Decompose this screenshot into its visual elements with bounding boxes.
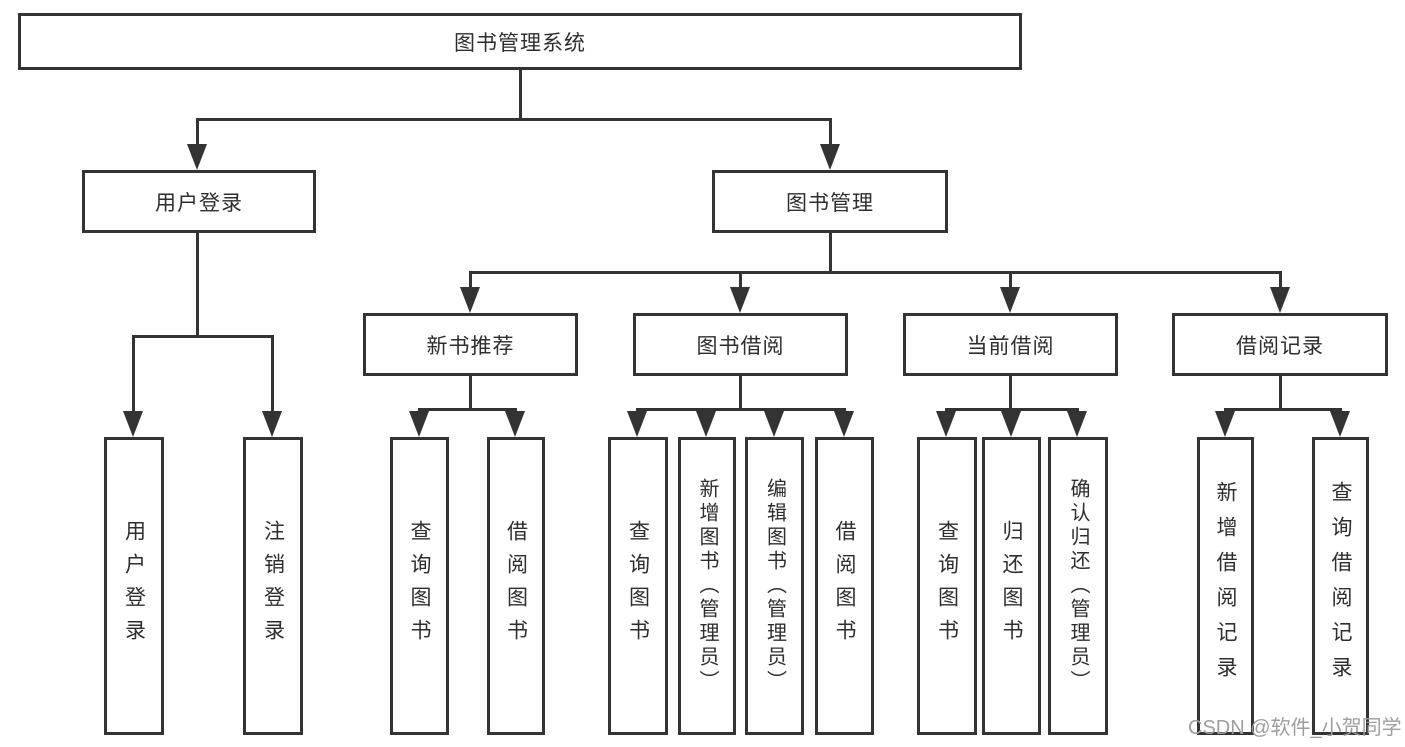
connector-u2-stem <box>271 335 274 417</box>
leaf-current-return: 归还图书 <box>982 437 1041 735</box>
arrow-down-book-mgmt-icon <box>820 144 840 170</box>
connector-borrow-stem <box>739 271 742 293</box>
leaf-logout: 注销登录 <box>243 437 303 735</box>
node-book-borrow: 图书借阅 <box>633 313 848 376</box>
connector-newbook-rail <box>418 408 517 411</box>
leaf-current-return-label: 归还图书 <box>1000 520 1023 652</box>
arrow-down-u1-icon <box>123 411 143 437</box>
leaf-current-confirm-admin: 确认归还（管理员） <box>1048 437 1108 735</box>
connector-borrow-down <box>739 376 742 410</box>
arrow-down-u2-icon <box>262 411 282 437</box>
leaf-newbook-borrow: 借阅图书 <box>487 437 545 735</box>
leaf-borrow-add-admin: 新增图书（管理员） <box>678 437 736 735</box>
connector-current-stem <box>1009 271 1012 293</box>
leaf-borrow-borrow-label: 借阅图书 <box>833 520 856 652</box>
leaf-newbook-query-label: 查询图书 <box>408 520 431 652</box>
connector-record-rail <box>1224 408 1342 411</box>
leaf-record-query: 查询借阅记录 <box>1312 437 1369 735</box>
arrow-down-current-icon <box>1000 287 1020 313</box>
arrow-down-user-login-icon <box>187 144 207 170</box>
connector-record-stem <box>1279 271 1282 293</box>
node-borrow-record: 借阅记录 <box>1172 313 1388 376</box>
node-book-management: 图书管理 <box>712 170 948 233</box>
arrow-down-rb2-icon <box>1330 411 1350 437</box>
connector-u1-stem <box>132 335 135 417</box>
node-library-management-system: 图书管理系统 <box>18 13 1022 70</box>
arrow-down-cb1-icon <box>936 411 956 437</box>
leaf-borrow-edit-admin: 编辑图书（管理员） <box>745 437 804 735</box>
connector-user-login-stem <box>196 118 199 150</box>
leaf-user-login-label: 用户登录 <box>122 520 146 652</box>
leaf-current-query-label: 查询图书 <box>935 520 959 652</box>
connector-user-login-down <box>196 233 199 338</box>
connector-record-down <box>1279 376 1282 410</box>
arrow-down-cb2-icon <box>1001 411 1021 437</box>
arrow-down-newbook-icon <box>460 287 480 313</box>
arrow-down-bb3-icon <box>764 411 784 437</box>
connector-newbook-down <box>469 376 472 410</box>
leaf-newbook-query: 查询图书 <box>390 437 449 735</box>
node-new-book-recommend: 新书推荐 <box>363 313 578 376</box>
connector-book-mgmt-stem <box>829 118 832 150</box>
connector-current-down <box>1009 376 1012 410</box>
leaf-borrow-add-admin-label: 新增图书（管理员） <box>696 478 718 694</box>
leaf-record-add-label: 新增借阅记录 <box>1214 481 1237 691</box>
node-current-borrow: 当前借阅 <box>903 313 1118 376</box>
arrow-down-borrow-icon <box>730 287 750 313</box>
arrow-down-record-icon <box>1270 287 1290 313</box>
leaf-current-confirm-admin-label: 确认归还（管理员） <box>1067 478 1089 694</box>
arrow-down-nb1-icon <box>409 411 429 437</box>
leaf-newbook-borrow-label: 借阅图书 <box>504 520 528 652</box>
arrow-down-bb1-icon <box>627 411 647 437</box>
leaf-record-add: 新增借阅记录 <box>1197 437 1254 735</box>
leaf-logout-label: 注销登录 <box>261 520 285 652</box>
leaf-current-query: 查询图书 <box>917 437 977 735</box>
node-user-login: 用户登录 <box>82 170 316 233</box>
connector-newbook-stem <box>469 271 472 293</box>
arrow-down-nb2-icon <box>505 411 525 437</box>
leaf-borrow-query-label: 查询图书 <box>626 520 650 652</box>
connector-borrow-rail <box>636 408 846 411</box>
arrow-down-bb4-icon <box>834 411 854 437</box>
arrow-down-rb1-icon <box>1215 411 1235 437</box>
connector-user-login-rail <box>132 335 274 338</box>
connector-root-stem <box>519 70 522 120</box>
csdn-watermark: CSDN @软件_小贺同学 <box>1188 717 1402 739</box>
connector-book-mgmt-down <box>829 233 832 274</box>
leaf-borrow-query: 查询图书 <box>608 437 668 735</box>
leaf-record-query-label: 查询借阅记录 <box>1329 481 1352 691</box>
arrow-down-cb3-icon <box>1067 411 1087 437</box>
leaf-borrow-edit-admin-label: 编辑图书（管理员） <box>763 478 786 694</box>
connector-root-rail <box>196 118 832 121</box>
leaf-user-login: 用户登录 <box>104 437 164 735</box>
arrow-down-bb2-icon <box>696 411 716 437</box>
leaf-borrow-borrow: 借阅图书 <box>815 437 874 735</box>
connector-level3-rail <box>469 271 1282 274</box>
